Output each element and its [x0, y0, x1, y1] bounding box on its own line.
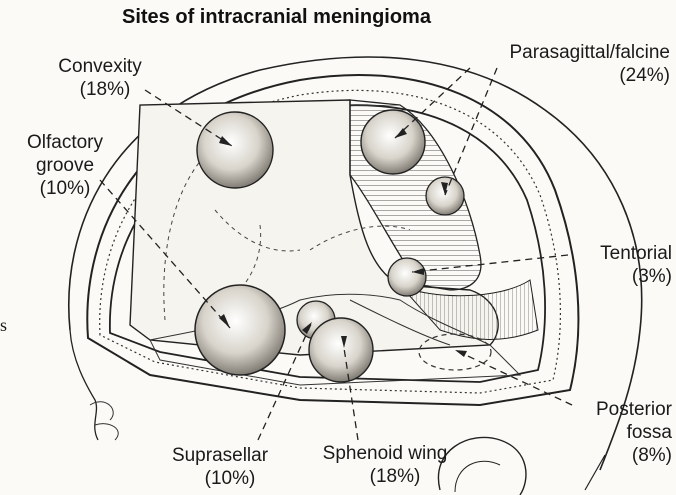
- label-sphenoid-wing: Sphenoid wing (18%): [300, 442, 470, 488]
- tumor-tentorial: [388, 258, 426, 296]
- sphenoid-pct: (18%): [300, 465, 470, 488]
- suprasellar-pct: (10%): [140, 467, 300, 490]
- olfactory-name-2: groove: [5, 154, 125, 177]
- label-parasagittal: Parasagittal/falcine (24%): [430, 41, 670, 87]
- sphenoid-name: Sphenoid wing: [300, 442, 470, 465]
- tumor-olfactory: [195, 285, 285, 375]
- suprasellar-name: Suprasellar: [140, 444, 300, 467]
- face-outline: [70, 330, 98, 440]
- stray-letter: s: [0, 314, 7, 337]
- page-title: Sites of intracranial meningioma: [122, 6, 431, 29]
- label-tentorial: Tentorial (3%): [560, 242, 672, 288]
- label-posterior-fossa: Posterior fossa (8%): [560, 398, 672, 467]
- parasagittal-pct: (24%): [430, 64, 670, 87]
- label-suprasellar: Suprasellar (10%): [140, 444, 300, 490]
- convexity-name: Convexity: [30, 55, 170, 78]
- tumor-convexity: [197, 112, 273, 188]
- tumor-sphenoid: [309, 318, 373, 382]
- parasagittal-name: Parasagittal/falcine: [430, 41, 670, 64]
- posterior-name-1: Posterior: [560, 398, 672, 421]
- posterior-pct: (8%): [560, 444, 672, 467]
- convexity-pct: (18%): [30, 78, 170, 101]
- olfactory-pct: (10%): [5, 177, 125, 200]
- label-convexity: Convexity (18%): [30, 55, 170, 101]
- tentorial-name: Tentorial: [560, 242, 672, 265]
- label-olfactory: Olfactory groove (10%): [5, 131, 125, 200]
- olfactory-name-1: Olfactory: [5, 131, 125, 154]
- tentorial-pct: (3%): [560, 265, 672, 288]
- posterior-name-2: fossa: [560, 421, 672, 444]
